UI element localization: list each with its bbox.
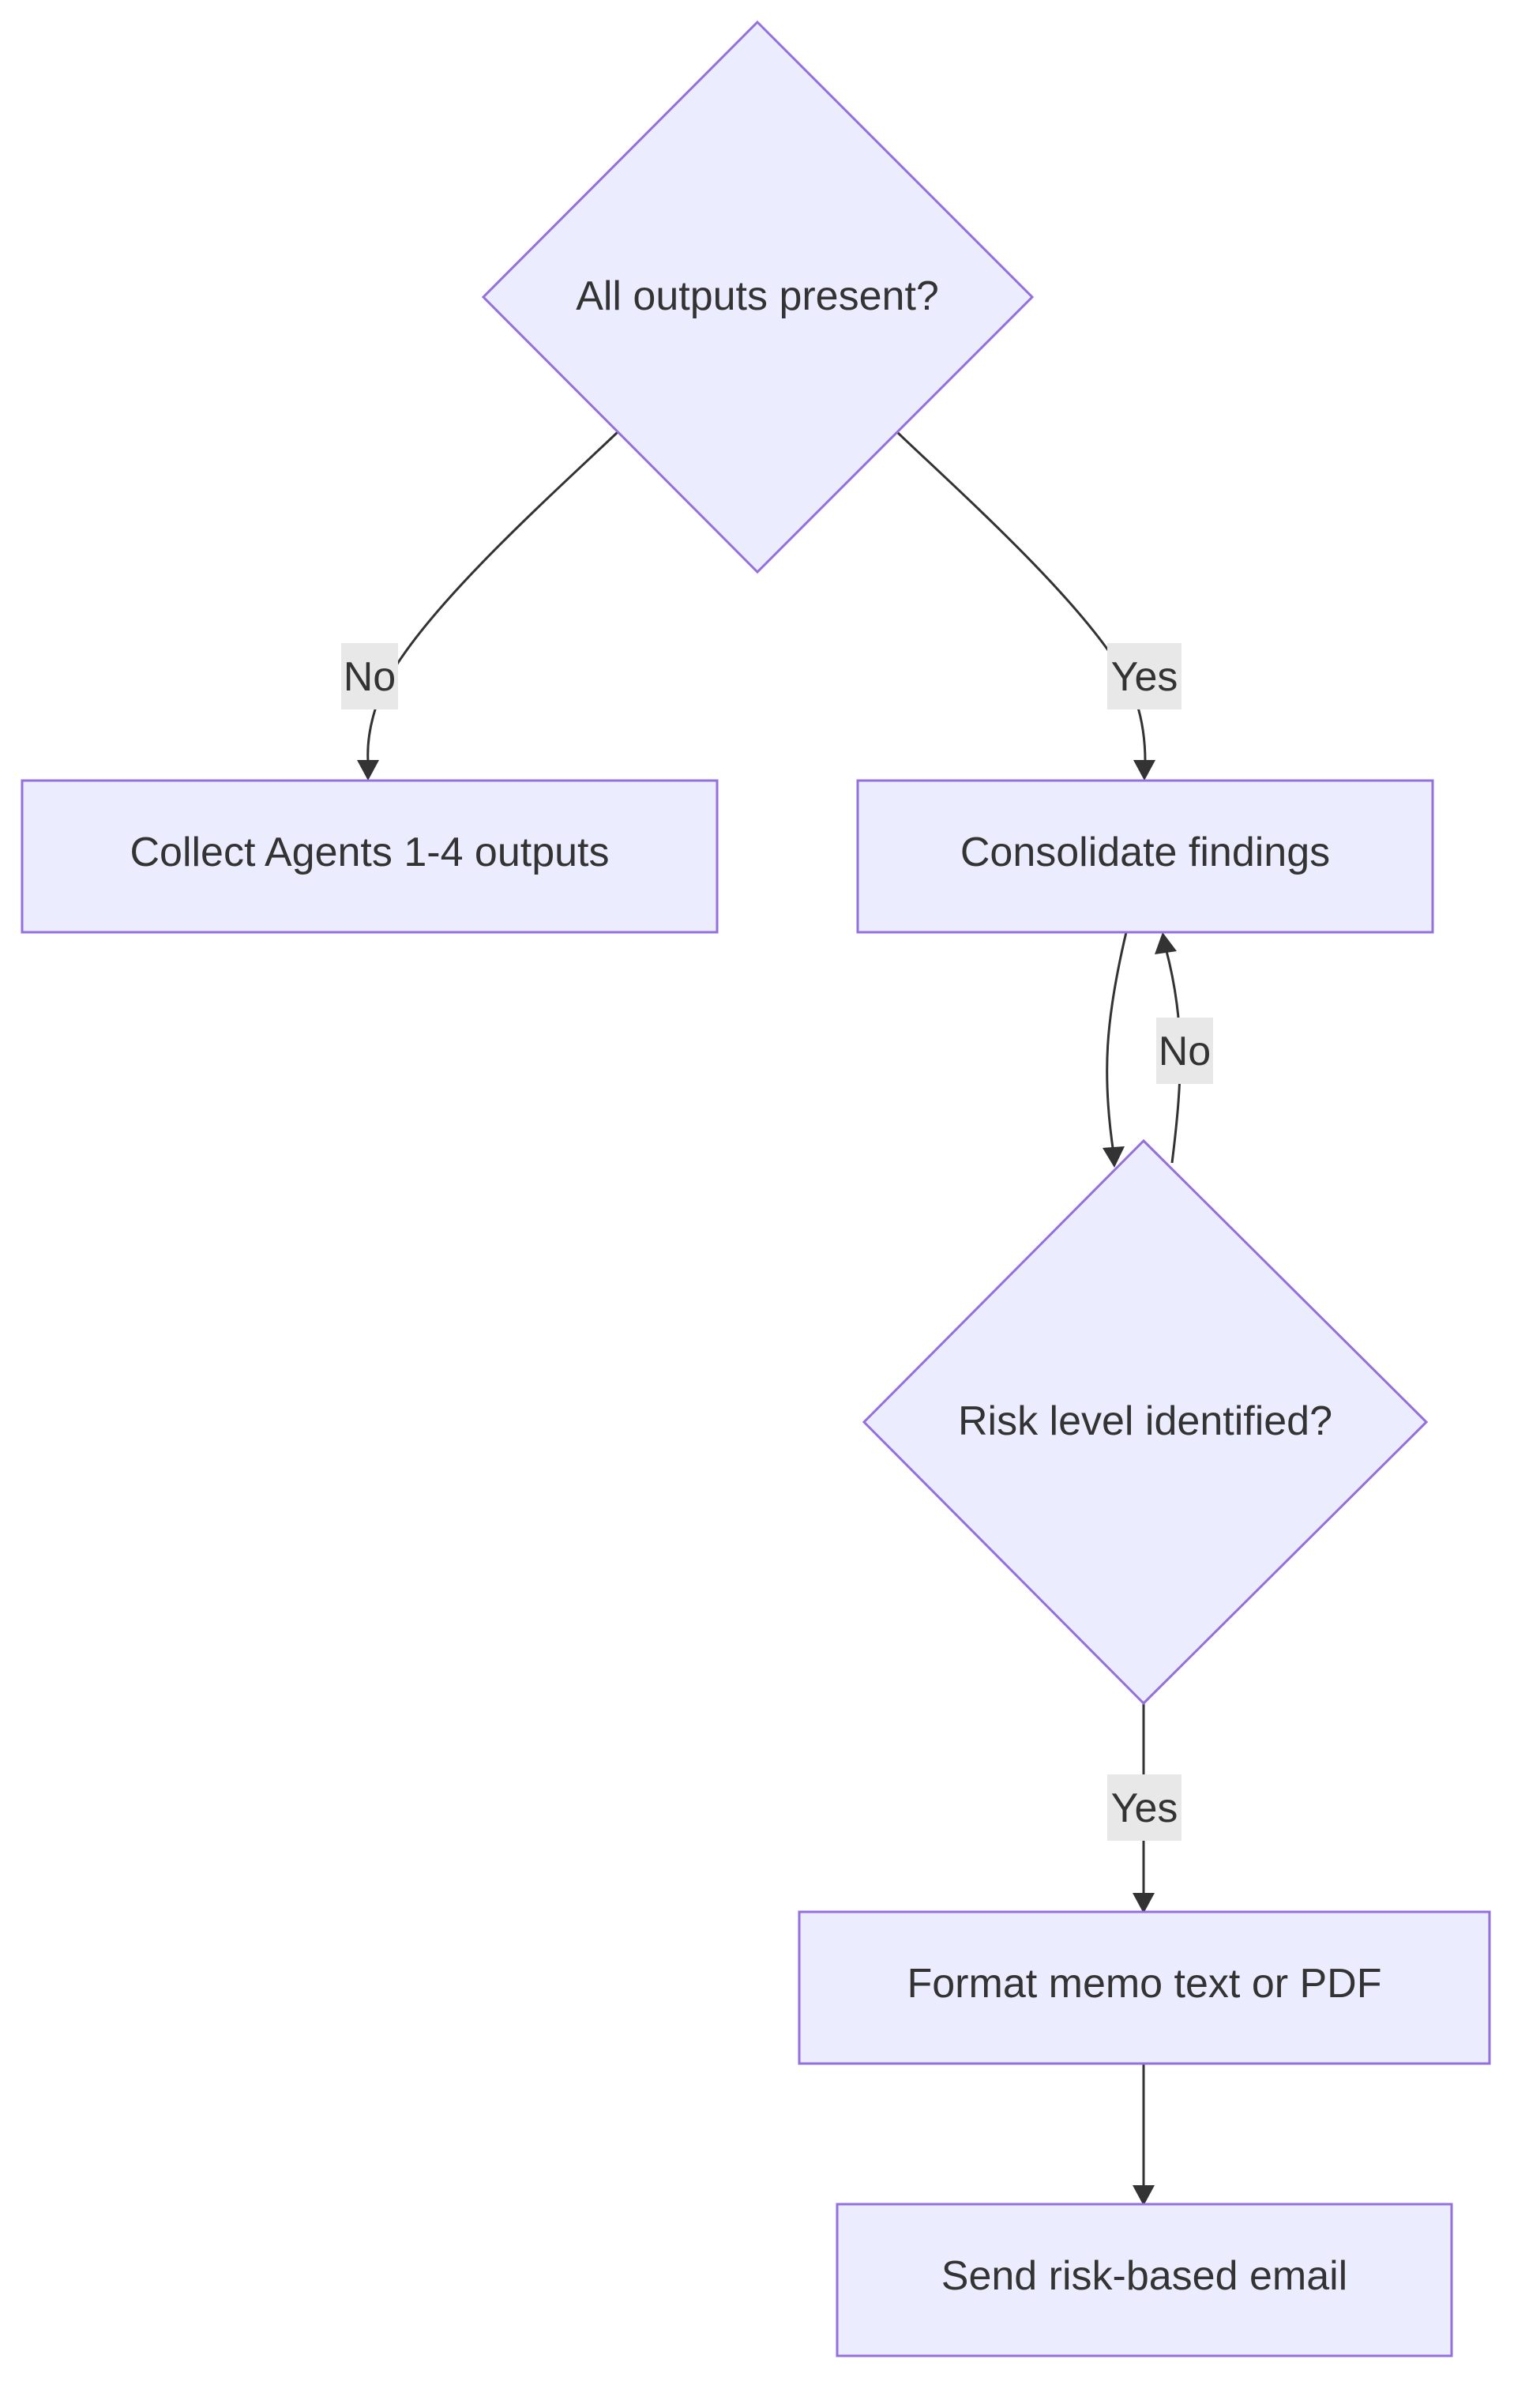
svg-text:Send risk-based email: Send risk-based email: [941, 2253, 1347, 2299]
arrowhead-consolidate: [1133, 760, 1155, 781]
svg-text:Risk level identified?: Risk level identified?: [958, 1398, 1332, 1444]
edge-label-yes-1: Yes: [1107, 643, 1182, 709]
svg-text:Yes: Yes: [1111, 654, 1178, 700]
decision-risk-level-identified: Risk level identified?: [862, 1138, 1429, 1706]
svg-text:Consolidate findings: Consolidate findings: [960, 830, 1330, 875]
process-consolidate-findings: Consolidate findings: [856, 779, 1434, 934]
process-collect-agents-outputs: Collect Agents 1-4 outputs: [21, 779, 719, 934]
edge-label-no-1: No: [341, 643, 398, 709]
svg-text:All outputs present?: All outputs present?: [576, 273, 939, 319]
arrowhead-consolidate-loop: [1155, 932, 1177, 954]
arrowhead-risk-level: [1103, 1146, 1125, 1168]
arrowhead-collect: [357, 760, 379, 781]
svg-text:No: No: [1159, 1029, 1211, 1074]
svg-text:Collect Agents 1-4 outputs: Collect Agents 1-4 outputs: [130, 830, 609, 875]
svg-text:Format memo text or PDF: Format memo text or PDF: [907, 1961, 1382, 2007]
edge-all-outputs-to-consolidate: [896, 431, 1147, 762]
arrowhead-format-memo: [1133, 1893, 1155, 1913]
svg-text:Yes: Yes: [1111, 1785, 1178, 1831]
edge-label-yes-2: Yes: [1107, 1774, 1182, 1841]
process-format-memo: Format memo text or PDF: [798, 1910, 1491, 2065]
process-send-email: Send risk-based email: [836, 2203, 1453, 2357]
svg-text:No: No: [344, 654, 396, 700]
edge-consolidate-to-risk-level: [1106, 931, 1128, 1154]
arrowhead-send-email: [1133, 2185, 1155, 2206]
edge-labels: No Yes No Yes: [341, 643, 1213, 1841]
nodes: All outputs present? Collect Agents 1-4 …: [21, 20, 1491, 2357]
decision-all-outputs-present: All outputs present?: [481, 20, 1035, 574]
edge-all-outputs-to-collect: [366, 431, 619, 762]
edge-label-no-2: No: [1156, 1018, 1213, 1084]
